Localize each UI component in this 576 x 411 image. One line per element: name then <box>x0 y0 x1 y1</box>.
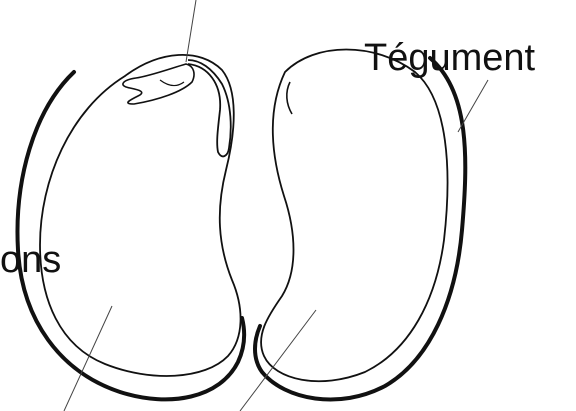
cotyledon-left-leader-line <box>64 306 112 411</box>
left-seed-coat <box>17 72 244 399</box>
embryo-leaflet-vein <box>160 80 184 86</box>
cotyledons-label: ons <box>0 239 61 281</box>
right-seed-coat <box>255 58 465 400</box>
embryo-leader-line <box>186 0 196 62</box>
tegument-label: Tégument <box>364 37 536 79</box>
right-cotyledon <box>261 50 447 382</box>
hilum-mark <box>287 82 292 114</box>
tegument-leader-line <box>458 80 488 132</box>
